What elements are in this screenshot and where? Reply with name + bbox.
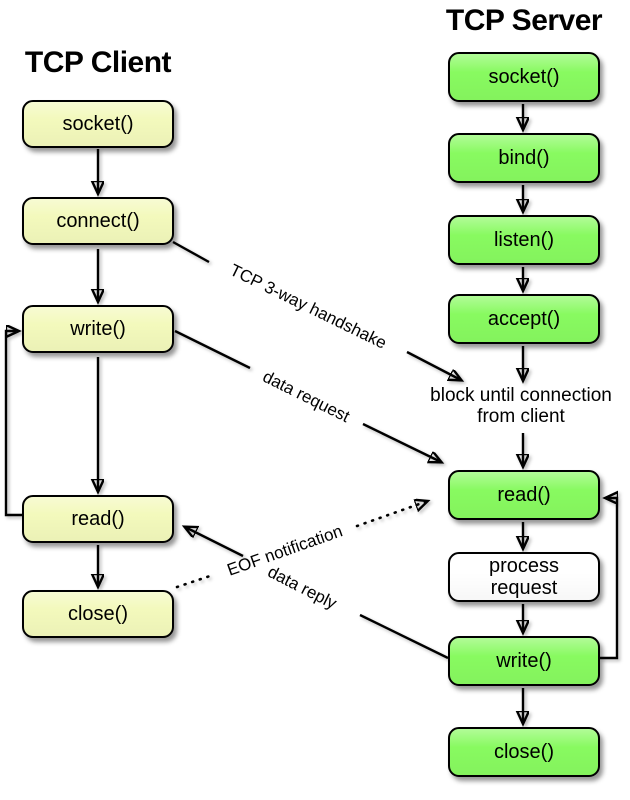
server-title: TCP Server — [445, 4, 603, 37]
server-node-close-label: close() — [493, 740, 554, 763]
block-note-line2: from client — [477, 406, 565, 427]
arrow-data-request — [174, 329, 439, 461]
client-node-socket: socket() — [22, 100, 174, 148]
client-node-write-label: write() — [70, 317, 126, 340]
client-node-connect: connect() — [22, 197, 174, 245]
arrow-data-reply — [187, 528, 449, 660]
server-node-bind: bind() — [448, 133, 600, 183]
server-node-listen: listen() — [448, 215, 600, 265]
server-node-close: close() — [448, 727, 600, 777]
client-node-socket-label: socket() — [62, 112, 134, 135]
server-node-read: read() — [448, 470, 600, 520]
server-node-process-request: process request — [448, 552, 600, 602]
server-node-listen-label: listen() — [493, 228, 554, 251]
server-node-write: write() — [448, 636, 600, 686]
server-node-socket-label: socket() — [488, 65, 560, 88]
block-note-line1: block until connection — [430, 385, 612, 406]
server-node-accept: accept() — [448, 294, 600, 344]
client-node-close-label: close() — [67, 602, 128, 625]
arrow-client-read-loop-to-write — [4, 331, 22, 517]
server-node-write-label: write() — [496, 649, 552, 672]
server-node-bind-label: bind() — [498, 146, 550, 169]
client-title: TCP Client — [24, 46, 172, 79]
client-node-write: write() — [22, 305, 174, 353]
server-node-socket: socket() — [448, 52, 600, 102]
client-node-connect-label: connect() — [56, 209, 140, 232]
client-node-close: close() — [22, 590, 174, 638]
arrow-tcp-handshake — [172, 240, 459, 379]
arrow-server-write-loop-to-read — [600, 498, 619, 660]
client-node-read-label: read() — [71, 507, 125, 530]
server-node-read-label: read() — [497, 483, 551, 506]
block-until-connection-note: block until connection from client — [411, 385, 630, 427]
server-node-accept-label: accept() — [487, 307, 561, 330]
server-node-process-request-label: process request — [488, 555, 560, 599]
arrow-eof-notification — [175, 502, 425, 589]
client-node-read: read() — [22, 495, 174, 543]
